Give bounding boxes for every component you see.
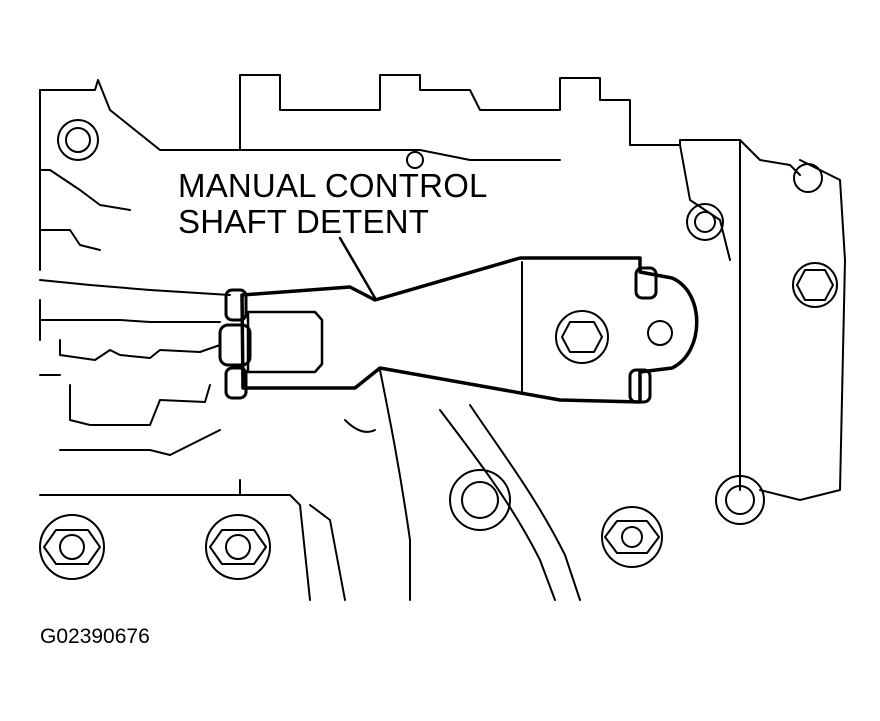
detent-pivot-bolt — [555, 310, 673, 364]
callout-label-line-2: SHAFT DETENT — [178, 203, 430, 240]
bolt-right-upper — [792, 163, 838, 308]
tube — [344, 369, 581, 601]
detent-pins — [628, 266, 658, 404]
callout-leader-line — [338, 236, 377, 300]
housing-holes — [57, 119, 765, 531]
bolt-bottom-middle — [205, 514, 271, 580]
bolt-bottom-left — [39, 514, 105, 580]
lower-plate — [39, 479, 346, 601]
detent-roller — [218, 288, 252, 400]
callout-label-line-1: MANUAL CONTROL — [178, 167, 488, 204]
housing-outline — [39, 74, 846, 501]
figure-id: G02390676 — [40, 625, 150, 648]
manual-control-shaft-detent — [240, 256, 699, 404]
bolt-bottom-right — [601, 506, 663, 568]
valve-bore-details — [39, 319, 221, 456]
